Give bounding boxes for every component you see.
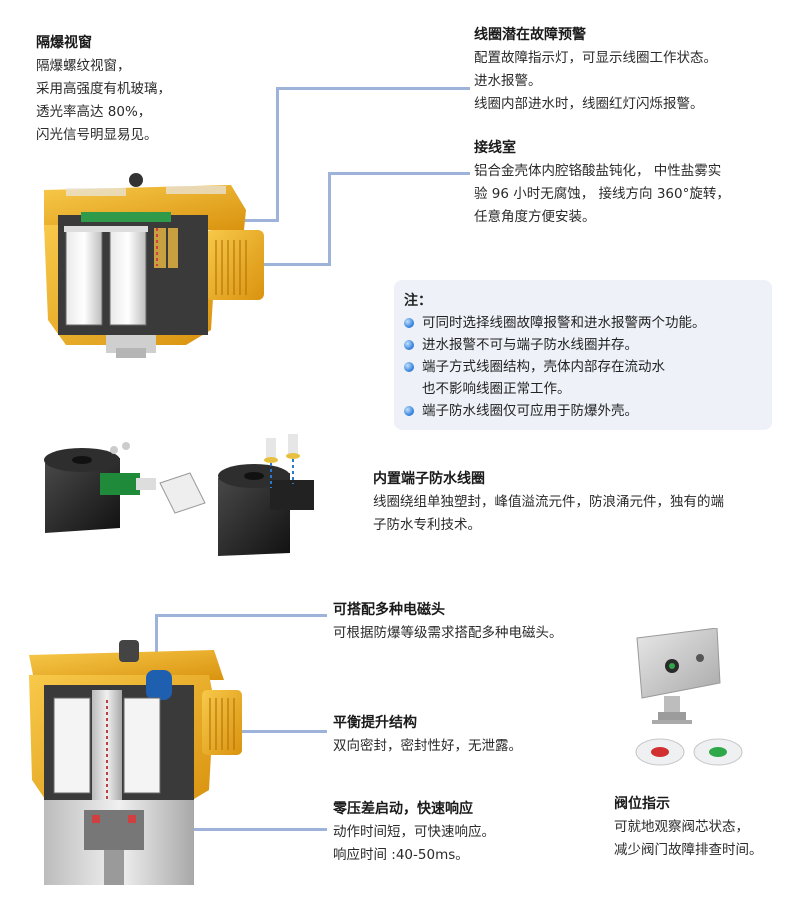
valve-position-block: 阀位指示 可就地观察阀芯状态， 减少阀门故障排查时间。 xyxy=(614,793,763,862)
callout-line xyxy=(328,172,470,175)
coil-fault-line: 配置故障指示灯，可显示线圈工作状态。 xyxy=(474,50,717,66)
valve-cutaway-illustration xyxy=(29,640,242,885)
explosion-window-line: 采用高强度有机玻璃， xyxy=(36,81,171,97)
callout-line xyxy=(276,87,470,90)
explosion-window-line: 透光率高达 80%， xyxy=(36,104,152,120)
wiring-room-line: 任意角度方便安装。 xyxy=(474,209,596,225)
wiring-room-block: 接线室 铝合金壳体内腔铬酸盐钝化， 中性盐雾实 验 96 小时无腐蚀， 接线方向… xyxy=(474,137,730,229)
valve-position-line: 减少阀门故障排查时间。 xyxy=(614,842,763,858)
explosion-window-title: 隔爆视窗 xyxy=(36,35,92,51)
wiring-room-title: 接线室 xyxy=(474,140,516,156)
wiring-room-line: 验 96 小时无腐蚀， 接线方向 360°旋转， xyxy=(474,186,730,202)
zero-pressure-block: 零压差启动，快速响应 动作时间短，可快速响应。 响应时间 :40-50ms。 xyxy=(333,798,495,867)
callout-line xyxy=(210,263,331,266)
terminal-coil-line: 子防水专利技术。 xyxy=(373,517,481,533)
zero-pressure-line: 响应时间 :40-50ms。 xyxy=(333,847,469,863)
explosion-window-line: 闪光信号明显易见。 xyxy=(36,127,158,143)
coil-cutaway-illustration xyxy=(44,173,264,358)
multi-head-line: 可根据防爆等级需求搭配多种电磁头。 xyxy=(333,625,563,641)
callout-line xyxy=(118,828,327,831)
bullet-icon xyxy=(404,340,414,350)
balance-line: 双向密封，密封性好，无泄露。 xyxy=(333,738,522,754)
valve-position-title: 阀位指示 xyxy=(614,796,670,812)
explosion-window-block: 隔爆视窗 隔爆螺纹视窗， 采用高强度有机玻璃， 透光率高达 80%， 闪光信号明… xyxy=(36,32,171,147)
balance-title: 平衡提升结构 xyxy=(333,715,417,731)
callout-line xyxy=(155,614,158,652)
wiring-room-line: 铝合金壳体内腔铬酸盐钝化， 中性盐雾实 xyxy=(474,163,722,179)
callout-line xyxy=(328,172,331,266)
multi-head-title: 可搭配多种电磁头 xyxy=(333,602,445,618)
multi-head-block: 可搭配多种电磁头 可根据防爆等级需求搭配多种电磁头。 xyxy=(333,599,563,645)
note-item: 端子防水线圈仅可应用于防爆外壳。 xyxy=(402,400,706,422)
callout-line xyxy=(170,730,327,733)
note-title: 注： xyxy=(404,293,432,309)
coil-fault-block: 线圈潜在故障预警 配置故障指示灯，可显示线圈工作状态。 进水报警。 线圈内部进水… xyxy=(474,24,717,116)
note-box: 注： 可同时选择线圈故障报警和进水报警两个功能。 进水报警不可与端子防水线圈并存… xyxy=(394,280,772,430)
coil-fault-line: 进水报警。 xyxy=(474,73,542,89)
terminal-coil-illustration xyxy=(44,434,314,556)
valve-position-line: 可就地观察阀芯状态， xyxy=(614,819,749,835)
balance-block: 平衡提升结构 双向密封，密封性好，无泄露。 xyxy=(333,712,522,758)
note-item: 进水报警不可与端子防水线圈并存。 xyxy=(402,334,706,356)
callout-line xyxy=(155,614,327,617)
valve-position-illustration xyxy=(635,628,743,766)
note-item: 端子方式线圈结构，壳体内部存在流动水也不影响线圈正常工作。 xyxy=(402,356,706,400)
callout-line xyxy=(276,87,279,222)
terminal-coil-title: 内置端子防水线圈 xyxy=(373,471,485,487)
zero-pressure-title: 零压差启动，快速响应 xyxy=(333,801,473,817)
zero-pressure-line: 动作时间短，可快速响应。 xyxy=(333,824,495,840)
bullet-icon xyxy=(404,362,414,372)
coil-fault-line: 线圈内部进水时，线圈红灯闪烁报警。 xyxy=(474,96,704,112)
bullet-icon xyxy=(404,318,414,328)
explosion-window-line: 隔爆螺纹视窗， xyxy=(36,58,131,74)
terminal-coil-block: 内置端子防水线圈 线圈绕组单独塑封，峰值溢流元件，防浪涌元件，独有的端 子防水专… xyxy=(373,468,724,537)
note-item: 可同时选择线圈故障报警和进水报警两个功能。 xyxy=(402,312,706,334)
bullet-icon xyxy=(404,406,414,416)
coil-fault-title: 线圈潜在故障预警 xyxy=(474,27,586,43)
terminal-coil-line: 线圈绕组单独塑封，峰值溢流元件，防浪涌元件，独有的端 xyxy=(373,494,724,510)
